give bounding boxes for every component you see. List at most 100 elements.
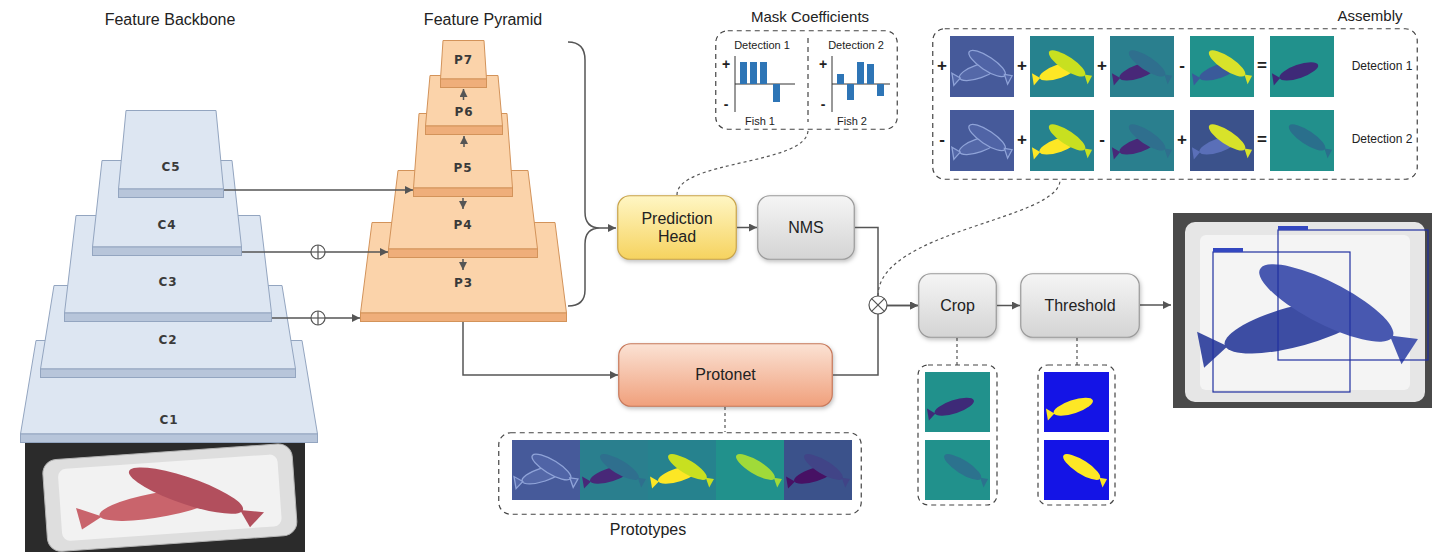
drawn-rect (1185, 222, 1425, 402)
drawn-svg (925, 372, 990, 432)
drawn-g (740, 62, 884, 102)
plate-edge (441, 79, 487, 88)
connector-arrow (224, 189, 413, 191)
text-slot: P5 (453, 161, 472, 175)
drawn-use (1059, 450, 1107, 488)
drawn-rect (950, 110, 1014, 171)
drawn-svg (716, 440, 784, 500)
drawn-rect (1110, 110, 1174, 171)
connector-arrow (242, 251, 388, 253)
plate-edge (361, 313, 567, 322)
connector-arrow (855, 228, 918, 306)
drawn-rect (925, 440, 990, 500)
text-slot: P7 (454, 53, 473, 67)
sign: - (939, 130, 945, 149)
drawn-use (1125, 120, 1172, 158)
sign: - (1179, 56, 1185, 75)
text-slot: Detection 1 (1351, 60, 1413, 74)
plate-face (361, 223, 567, 314)
text-slot: Feature Backbone (105, 11, 236, 29)
plate-face (119, 111, 224, 190)
text-slot: + (819, 56, 827, 72)
drawn-svg (76, 460, 264, 530)
pyramid-level: P3 (360, 222, 567, 322)
sign: = (1257, 56, 1267, 75)
drawn-svg (512, 440, 580, 500)
process-box: Prediction Head (617, 195, 737, 260)
plate-edge (414, 188, 513, 197)
coefficient-panel: Mask CoefficientsDetection 1Fish 1Detect… (715, 30, 898, 130)
node-outline (360, 222, 567, 322)
text-slot: Detection 2 (828, 39, 884, 52)
bracket-arrow (600, 227, 616, 229)
drawn-rect (857, 62, 864, 84)
drawn-use (927, 394, 976, 421)
text-slot: Threshold (1044, 296, 1115, 314)
text-slot: Fish 2 (837, 115, 867, 128)
drawn-rect (58, 454, 282, 541)
backbone-layer: C2 (40, 285, 296, 378)
drawn-use (1045, 120, 1092, 158)
node-text: Detection 1 (1352, 59, 1413, 73)
drawn-path (956, 338, 957, 365)
backbone-layer: C4 (92, 160, 242, 256)
text-slot: C4 (157, 218, 176, 232)
node-outline (932, 28, 1418, 180)
drawn-rect (760, 62, 767, 84)
text-slot: Detection 1 (734, 39, 790, 52)
drawn-svg (1110, 110, 1174, 171)
sum-symbol (311, 245, 325, 259)
drawn-svg (1190, 36, 1254, 97)
sign: - (821, 96, 826, 112)
assembly-images (950, 36, 1334, 171)
drawn-use (1272, 58, 1321, 85)
section-title: Feature Backbone (105, 11, 236, 28)
drawn-svg (1044, 440, 1109, 500)
dashed-outline (716, 31, 898, 130)
node-title: Crop (940, 296, 975, 313)
text-slot: + (1177, 130, 1187, 150)
node-title: Protonet (695, 366, 755, 383)
drawn-rect (918, 365, 997, 505)
drawn-line (317, 311, 318, 325)
prototype-panel: Prototypes (498, 432, 862, 515)
text-slot: Detection 2 (1351, 133, 1413, 147)
connector-arrow (462, 259, 464, 270)
plate-face (441, 41, 487, 80)
drawn-rect (512, 440, 580, 500)
drawn-use (664, 450, 714, 488)
backbone-layer: C1 (20, 340, 318, 443)
output-arrow (1140, 304, 1171, 306)
image-groups (808, 38, 1115, 505)
node-title: Prototypes (610, 521, 686, 538)
drawn-svg (1110, 36, 1174, 97)
sign: + (1177, 130, 1187, 149)
drawn-rect (1190, 36, 1254, 97)
text-slot: - (724, 96, 729, 112)
plate-edge (119, 189, 224, 198)
sign: + (1017, 130, 1027, 149)
sign: + (722, 56, 730, 72)
layer-label: C2 (158, 333, 177, 347)
node-title: Assembly (1337, 7, 1402, 24)
plate-edge (426, 126, 503, 135)
drawn-rect (847, 84, 854, 100)
drawn-use (732, 450, 782, 488)
threshold-images (1044, 372, 1109, 500)
node-text: Detection 1 (734, 39, 790, 51)
drawn-rect (740, 62, 747, 84)
node-title: Mask Coefficients (751, 8, 869, 25)
drawn-rect (1173, 213, 1432, 408)
drawn-rect (1278, 226, 1308, 230)
drawn-rect (837, 74, 844, 84)
input-photo (25, 440, 305, 552)
drawn-rect (950, 36, 1014, 97)
drawn-use (118, 460, 264, 528)
sign: - (724, 96, 729, 112)
text-slot: C5 (161, 160, 180, 174)
text-slot: = (1257, 56, 1267, 76)
dashed-outline (933, 29, 1418, 180)
connector-arrow (463, 322, 618, 375)
